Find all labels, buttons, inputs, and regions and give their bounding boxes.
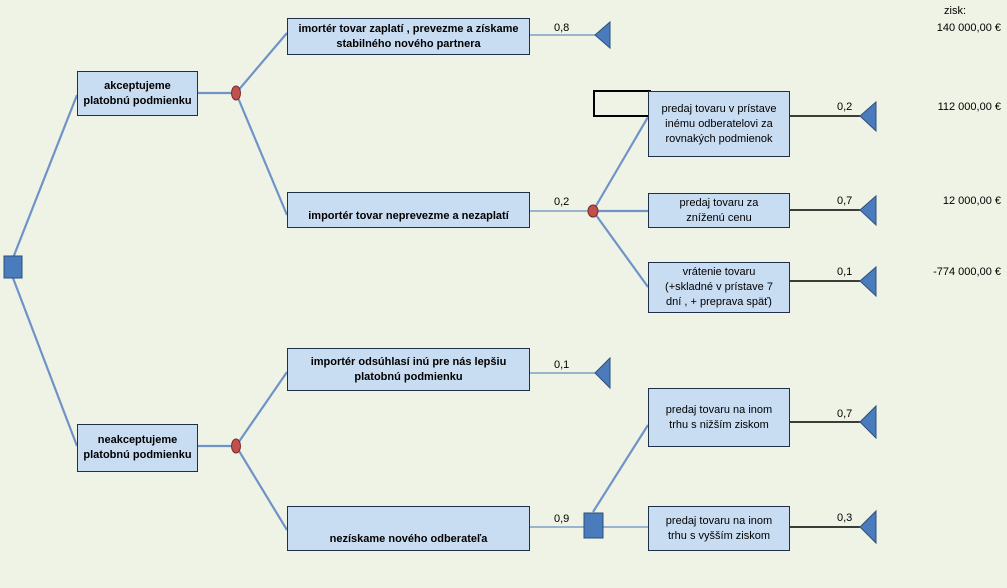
outcome-notpay-label: importér tovar neprevezme a nezaplatí: [308, 210, 509, 222]
chance-node-notpay: [587, 204, 599, 218]
terminal-nodes: [594, 20, 877, 545]
branch-root-reject: [11, 277, 79, 447]
prob-return: 0,1: [837, 266, 853, 278]
branch-root-accept: [11, 94, 79, 259]
terminal-icon-discount: [859, 194, 877, 227]
profit-sellport: 112 000,00 €: [937, 101, 1001, 113]
decision-node-nobuyer: [583, 512, 604, 539]
branch-to-nobuyer: [235, 445, 288, 531]
action-otherlower-label: predaj tovaru na inom trhu s nižším zisk…: [665, 403, 773, 431]
chance-node-reject: [231, 438, 241, 454]
branch-to-otherterms: [235, 371, 288, 447]
profit-discount: 12 000,00 €: [942, 195, 1001, 207]
decision-reject-box: neakceptujeme platobnú podmienku: [77, 424, 198, 472]
branch-to-pay: [235, 32, 288, 94]
branch-to-notpay: [234, 92, 289, 216]
branches: [11, 32, 649, 531]
connector-lines: [530, 34, 648, 528]
prob-nobuyer: 0,9: [554, 513, 570, 525]
outcome-lines: [790, 115, 860, 528]
terminal-icon-otherhigher: [859, 509, 877, 545]
decision-accept-box: akceptujeme platobnú podmienku: [77, 71, 198, 116]
outcome-pay-label: imortér tovar zaplatí , prevezme a získa…: [298, 22, 519, 50]
action-otherhigher-box: predaj tovaru na inom trhu s vyšším zisk…: [648, 506, 790, 551]
outcome-notpay-box: importér tovar neprevezme a nezaplatí: [287, 192, 530, 228]
prob-sellport: 0,2: [837, 101, 853, 113]
outcome-pay-box: imortér tovar zaplatí , prevezme a získa…: [287, 18, 530, 55]
action-return-label: vrátenie tovaru (+skladné v prístave 7 d…: [665, 266, 773, 308]
decision-accept-label: akceptujeme platobnú podmienku: [83, 79, 192, 107]
terminal-icon-otherlower: [859, 404, 877, 440]
terminal-icon-pay: [594, 20, 611, 50]
outcome-nobuyer-label: nezískame nového odberateľa: [329, 533, 488, 545]
prob-otherlower: 0,7: [837, 408, 853, 420]
outcome-nobuyer-box: nezískame nového odberateľa: [287, 506, 530, 551]
terminal-icon-sellport: [859, 100, 877, 133]
branch-to-return: [592, 210, 649, 288]
chance-node-accept: [231, 85, 241, 101]
profit-return: -774 000,00 €: [933, 266, 1001, 278]
branch-to-otherlower: [592, 424, 649, 513]
prob-notpay: 0,2: [554, 196, 570, 208]
prob-otherhigher: 0,3: [837, 512, 853, 524]
profit-pay: 140 000,00 €: [936, 22, 1001, 34]
outcome-otherterms-label: importér odsúhlasí inú pre nás lepšiu pl…: [310, 355, 507, 383]
decision-node-root: [3, 255, 23, 279]
prob-discount: 0,7: [837, 195, 853, 207]
prob-pay: 0,8: [554, 22, 570, 34]
action-discount-box: predaj tovaru za zníženú cenu: [648, 193, 790, 228]
terminal-icon-otherterms: [594, 356, 611, 390]
prob-otherterms: 0,1: [554, 359, 570, 371]
action-sellport-label: predaj tovaru v prístave inému odberatel…: [661, 102, 777, 145]
decision-reject-label: neakceptujeme platobnú podmienku: [83, 434, 192, 461]
profit-header: zisk:: [944, 5, 966, 17]
terminal-icon-return: [859, 265, 877, 298]
branch-to-sellport: [592, 116, 649, 212]
action-return-box: vrátenie tovaru (+skladné v prístave 7 d…: [648, 262, 790, 313]
outcome-otherterms-box: importér odsúhlasí inú pre nás lepšiu pl…: [287, 348, 530, 391]
action-discount-label: predaj tovaru za zníženú cenu: [679, 196, 759, 224]
action-otherhigher-label: predaj tovaru na inom trhu s vyšším zisk…: [665, 514, 773, 542]
selection-bracket: [593, 90, 651, 117]
action-sellport-box: predaj tovaru v prístave inému odberatel…: [648, 91, 790, 157]
action-otherlower-box: predaj tovaru na inom trhu s nižším zisk…: [648, 388, 790, 447]
